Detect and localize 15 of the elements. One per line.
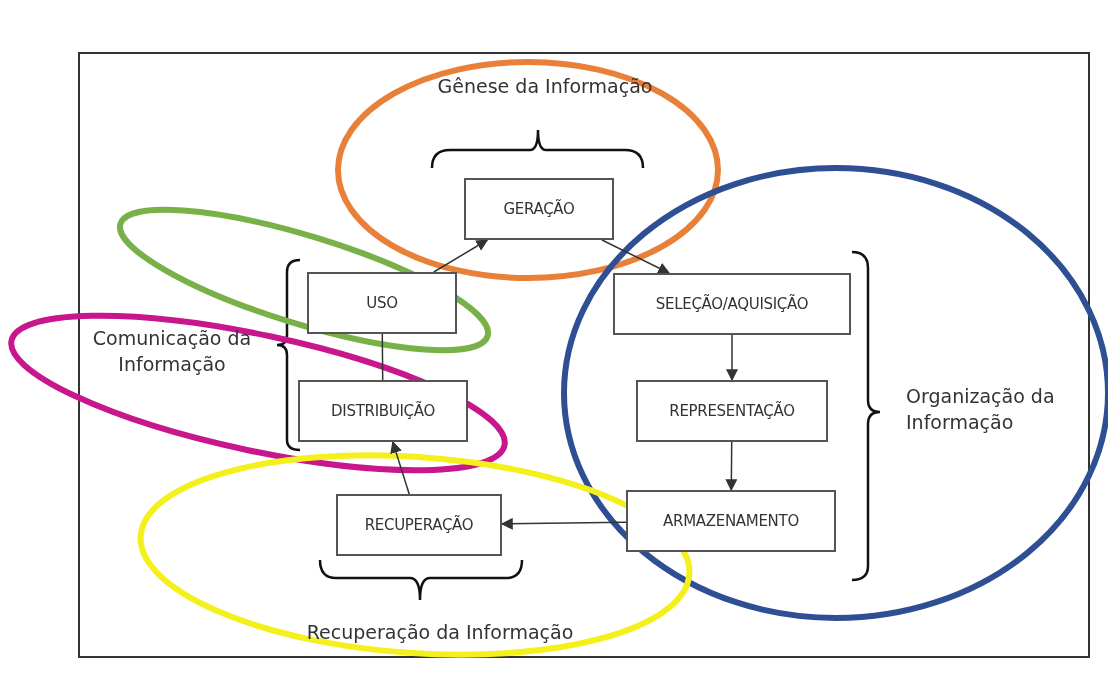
- process-box: USO: [307, 272, 457, 334]
- group-label: Comunicação da Informação: [92, 326, 252, 377]
- process-box: REPRESENTAÇÃO: [636, 380, 828, 442]
- arrow: [390, 440, 410, 495]
- group-label: Recuperação da Informação: [305, 620, 575, 645]
- arrow: [433, 239, 489, 273]
- group-label: Organização da Informação: [906, 384, 1056, 435]
- process-box: ARMAZENAMENTO: [626, 490, 836, 552]
- arrow: [725, 441, 738, 492]
- process-box: DISTRIBUIÇÃO: [298, 380, 468, 442]
- arrow: [726, 334, 738, 382]
- process-box: GERAÇÃO: [464, 178, 614, 240]
- process-box: RECUPERAÇÃO: [336, 494, 502, 556]
- arrow: [601, 239, 671, 274]
- process-box: SELEÇÃO/AQUISIÇÃO: [613, 273, 851, 335]
